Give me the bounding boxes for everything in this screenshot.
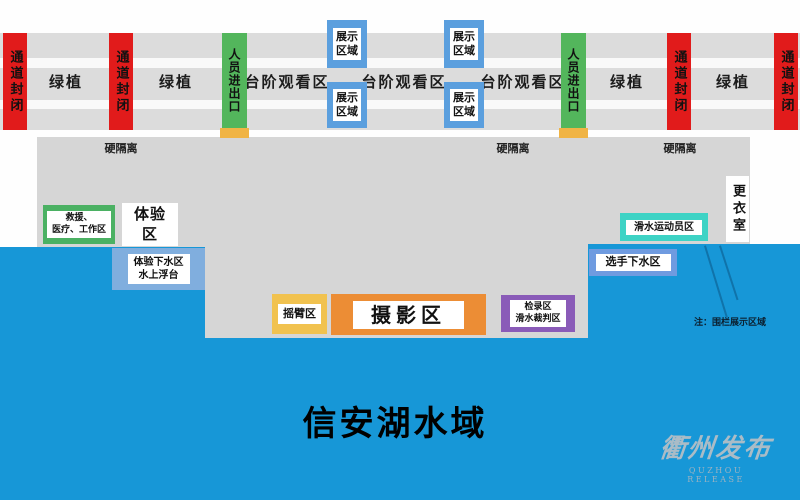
experience-water-entry-floating-platform: 体验下水区 水上浮台: [112, 248, 205, 290]
quzhou-release-logo: 衢州发布 QUZHOU RELEASE: [658, 428, 774, 484]
water-entry-zone-label: 选手下水区: [595, 254, 671, 271]
checkin-zone-label: 滑水裁判区: [515, 313, 561, 324]
lake-title: 信安湖水域: [302, 404, 488, 444]
road-lane-line-bottom: [0, 100, 800, 109]
checkin-zone-label: 检录区: [524, 301, 552, 312]
green-plants-label-4: 绿植: [715, 73, 750, 91]
left-margin: [0, 130, 37, 247]
display-area-label: 展示: [336, 30, 358, 44]
experience-zone-label: 体验区: [122, 203, 178, 246]
green-plants-label-2: 绿植: [158, 73, 193, 91]
personnel-entry-base-2: [559, 128, 588, 138]
personnel-entry-base-1: [220, 128, 249, 138]
right-margin: [750, 130, 800, 244]
waterski-athletes-zone: 滑水运动员区: [620, 213, 708, 241]
display-area-label: 展示: [336, 91, 358, 105]
display-area-box-1-bottom: 展示 区域: [327, 82, 367, 128]
rescue-zone-label: 救援、: [65, 212, 93, 223]
floating-platform-label: 水上浮台: [138, 270, 179, 281]
passage-closed-bar-2: 通道封闭: [109, 33, 133, 130]
road-lane-line-top: [0, 58, 800, 68]
passage-closed-bar-3: 通道封闭: [667, 33, 691, 130]
competitor-water-entry-zone: 选手下水区: [589, 249, 677, 276]
floating-platform-label: 体验下水区: [133, 257, 184, 268]
photography-zone: 摄影区: [331, 294, 486, 335]
display-area-label: 区域: [336, 44, 358, 57]
logo-name: 衢州发布: [658, 434, 774, 464]
passage-closed-bar-4: 通道封闭: [774, 33, 798, 130]
athletes-zone-label: 滑水运动员区: [626, 219, 702, 235]
hard-isolation-label-3: 硬隔离: [663, 142, 697, 155]
display-area-box-2-bottom: 展示 区域: [444, 82, 484, 128]
photography-zone-label: 摄影区: [353, 300, 464, 329]
personnel-entry-bar-1: 人员进出口: [222, 33, 247, 128]
checkin-judges-zone: 检录区 滑水裁判区: [501, 295, 575, 332]
hard-isolation-label-1: 硬隔离: [104, 142, 138, 155]
logo-subtitle: QUZHOU RELEASE: [687, 466, 745, 484]
personnel-entry-bar-2: 人员进出口: [561, 33, 586, 128]
experience-zone: 体验区: [122, 203, 178, 246]
stair-viewing-label-3: 台阶观看区: [480, 73, 566, 91]
display-area-label: 区域: [336, 105, 358, 118]
display-area-box-1-top: 展示 区域: [327, 20, 367, 68]
display-area-label: 区域: [453, 44, 475, 57]
camera-crane-zone: 摇臂区: [272, 294, 327, 334]
stair-viewing-label-1: 台阶观看区: [244, 73, 330, 91]
display-area-label: 区域: [453, 105, 475, 118]
rescue-zone-label: 医疗、工作区: [51, 224, 106, 235]
fence-display-note: 注：围栏展示区域: [694, 318, 767, 328]
display-area-box-2-top: 展示 区域: [444, 20, 484, 68]
road-band: [0, 33, 800, 130]
green-plants-label-3: 绿植: [609, 73, 644, 91]
crane-zone-label: 摇臂区: [278, 303, 321, 325]
display-area-label: 展示: [453, 30, 475, 44]
green-plants-label-1: 绿植: [48, 73, 83, 91]
passage-closed-bar-1: 通道封闭: [3, 33, 27, 130]
changing-room: 更衣室: [726, 176, 749, 242]
stair-viewing-label-2: 台阶观看区: [361, 73, 447, 91]
rescue-medical-work-zone: 救援、 医疗、工作区: [43, 205, 115, 244]
hard-isolation-label-2: 硬隔离: [496, 142, 530, 155]
display-area-label: 展示: [453, 91, 475, 105]
